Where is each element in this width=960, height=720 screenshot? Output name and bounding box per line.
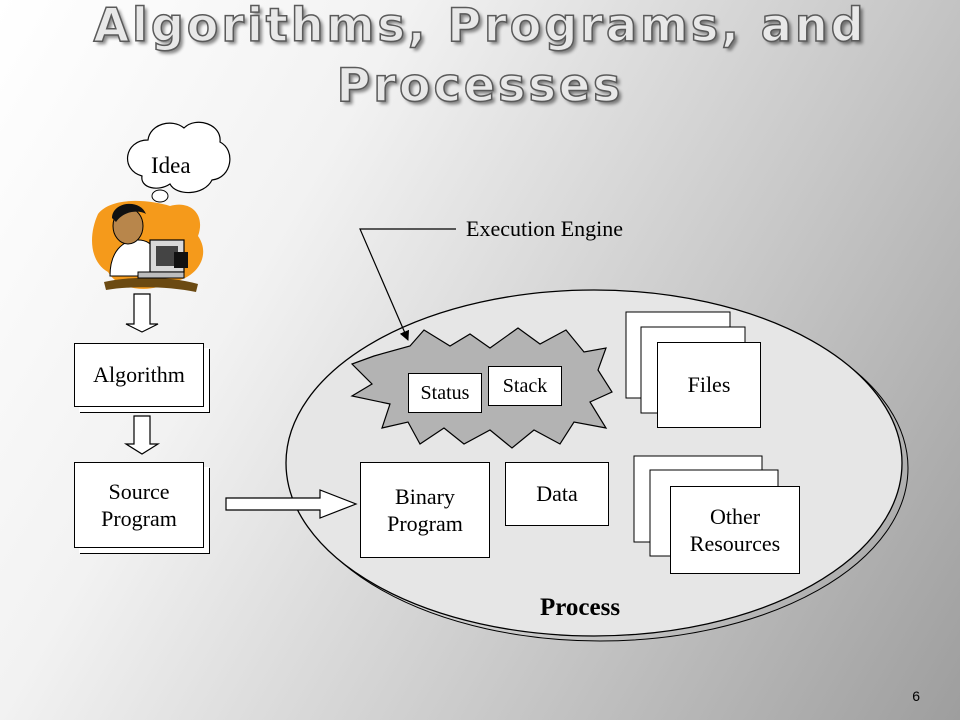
page-number: 6	[912, 688, 920, 704]
idea-label: Idea	[151, 153, 191, 178]
right-arrow-source-to-binary	[225, 489, 358, 519]
execution-engine-pointer	[359, 228, 456, 341]
other-resources-box: Other Resources	[670, 486, 800, 574]
down-arrow-idea-to-algorithm	[125, 293, 159, 333]
files-box: Files	[657, 342, 761, 428]
source-program-label-line-2: Program	[101, 506, 177, 531]
algorithm-label: Algorithm	[93, 362, 185, 388]
algorithm-box: Algorithm	[74, 343, 204, 407]
stack-label: Stack	[502, 374, 548, 397]
files-label: Files	[687, 372, 731, 398]
other-resources-label-line-2: Resources	[689, 531, 781, 556]
stack-box: Stack	[488, 366, 562, 406]
source-program-box: Source Program	[74, 462, 204, 548]
idea-thought-bubble	[126, 121, 231, 212]
data-label: Data	[536, 481, 578, 507]
data-box: Data	[505, 462, 609, 526]
binary-program-label-line-2: Program	[387, 511, 463, 536]
execution-engine-starburst	[350, 327, 613, 449]
status-box: Status	[408, 373, 482, 413]
binary-program-label-line-1: Binary	[395, 483, 455, 509]
execution-engine-label: Execution Engine	[466, 216, 624, 241]
source-program-label-line-1: Source	[108, 478, 170, 504]
process-label: Process	[540, 594, 621, 621]
slide-title-line-1: Algorithms, Programs, and	[93, 0, 867, 52]
binary-program-box: Binary Program	[360, 462, 490, 558]
slide-title-line-2: Processes	[336, 58, 624, 112]
status-label: Status	[420, 381, 470, 404]
person-at-computer-icon	[92, 200, 204, 292]
other-resources-label-line-1: Other	[709, 503, 761, 529]
down-arrow-algorithm-to-source	[123, 415, 161, 455]
